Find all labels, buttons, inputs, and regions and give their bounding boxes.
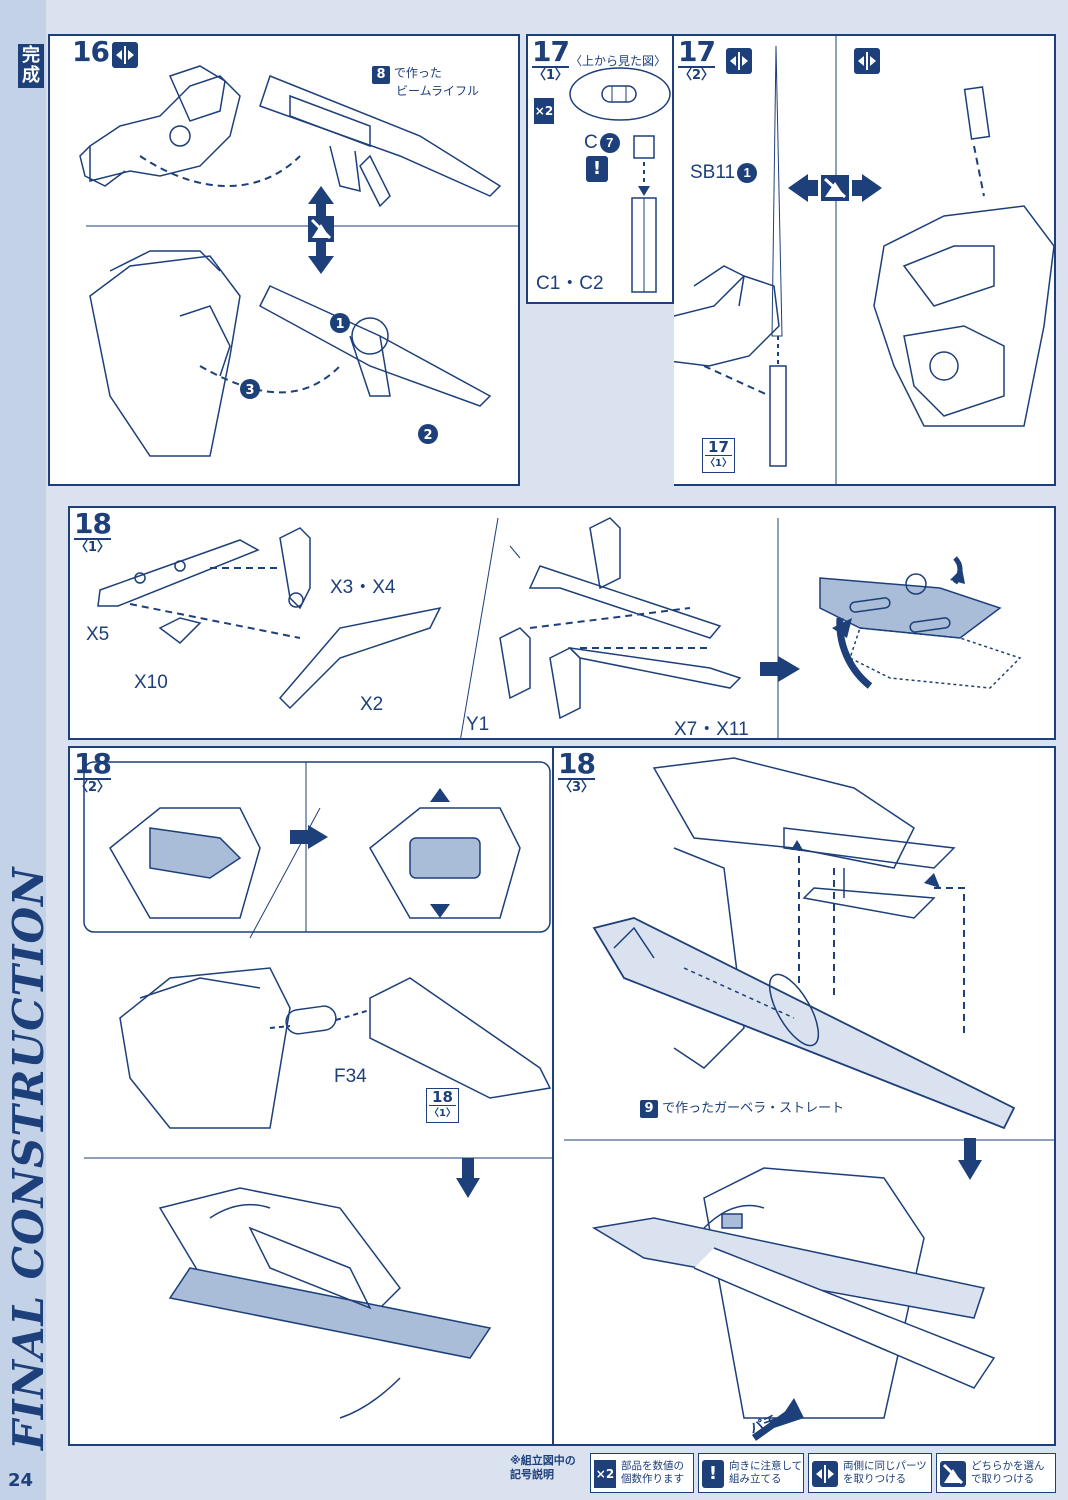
both-sides-icon [726,48,752,74]
step-number: 18 〈1〉 [74,507,112,555]
step-number: 18 〈2〉 [74,747,112,795]
step17-2-drawing [674,36,1054,484]
legend-item-choice: どちらかを選んで取りつける [936,1453,1056,1493]
part-label-y1: Y1 [466,714,490,735]
step16-drawing: 1 2 3 [79,65,518,457]
both-sides-icon [112,42,138,68]
order-mark-2: 2 [423,428,432,443]
part-label-c1-c2: C1・C2 [536,273,604,294]
step18-3-drawing [564,757,1054,1441]
ref-step-18-1: 18〈1〉 [426,1088,459,1123]
panel-step-16: 16 8 で作った ビームライフル [48,34,520,486]
quantity-icon: ×2 [594,1460,616,1488]
choice-icon [940,1461,966,1487]
part-label-x3-x4: X3・X4 [330,577,396,598]
quantity-badge: ×2 [534,98,554,124]
step-number: 18 〈3〉 [558,747,596,795]
step17-1-drawing [569,67,671,293]
panel-step-18-1: 18 〈1〉 X3・X4 X5 X10 X2 Y1 X7・X11 [68,506,1056,740]
order-mark-1: 1 [335,317,344,332]
part-label-x10: X10 [134,672,168,693]
both-sides-icon [854,48,880,74]
legend-item-both-sides: 両側に同じパーツを取りつける [808,1453,932,1493]
warning-icon: ! [702,1460,724,1488]
rifle-reference-label: 8 で作った ビームライフル [372,66,479,99]
ref-step-17-1: 17〈1〉 [702,438,735,473]
legend-item-orientation: ! 向きに注意して組み立てる [698,1453,804,1493]
step-number: 16 [72,35,110,68]
top-view-label: 〈上から見た図〉 [570,54,667,68]
part-label-x5: X5 [86,624,110,645]
warning-badge: ! [586,156,608,182]
part-label-x7-x11: X7・X11 [674,719,749,740]
part-label-f34: F34 [334,1066,367,1087]
both-sides-icon [812,1461,838,1487]
legend-header: ※組立図中の 記号説明 [510,1454,576,1481]
panel-step-18-2: 18 〈2〉 F34 18〈1〉 [68,746,554,1446]
page-number: 24 [8,1470,34,1491]
step18-2-drawing [83,761,552,1419]
section-label: 完成 [18,44,44,88]
panel-step-18-3: 18 〈3〉 9 で作ったガーベラ・ストレート パチ [554,746,1056,1446]
step18-1-drawing [97,517,1022,738]
part-label-x2: X2 [360,694,384,715]
order-mark-3: 3 [245,383,254,398]
step-number: 17 〈2〉 [678,35,716,83]
sword-reference-label: 9 で作ったガーベラ・ストレート [640,1100,844,1118]
step-number: 17 〈1〉 [532,35,570,83]
sidebar [0,0,46,1500]
legend-item-quantity: ×2 部品を数値の個数作ります [590,1453,694,1493]
